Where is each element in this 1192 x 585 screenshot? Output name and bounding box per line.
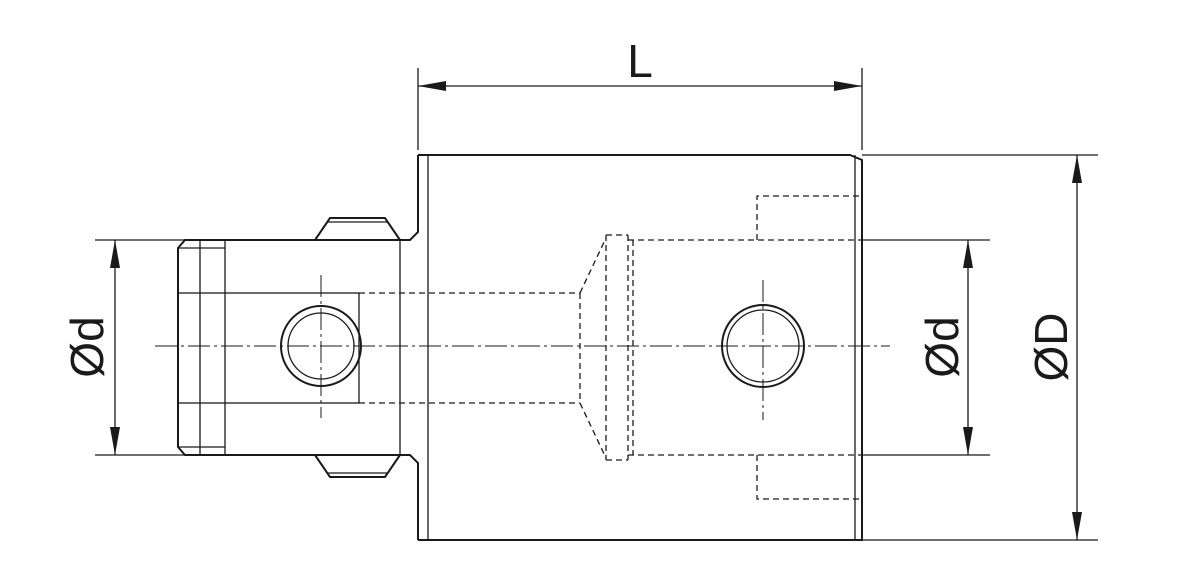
shank-diameter-label: Ød bbox=[61, 316, 113, 377]
dimension-shank-diameter: Ød bbox=[61, 239, 240, 456]
dimension-l: L bbox=[417, 35, 863, 150]
outer-diameter-label: ØD bbox=[1025, 313, 1077, 382]
shank bbox=[177, 155, 419, 540]
bore-diameter-label: Ød bbox=[916, 316, 968, 377]
dimension-l-label: L bbox=[627, 35, 653, 87]
dimension-outer-diameter: ØD bbox=[862, 154, 1098, 541]
body bbox=[359, 154, 863, 541]
dimension-bore-diameter: Ød bbox=[862, 239, 990, 456]
